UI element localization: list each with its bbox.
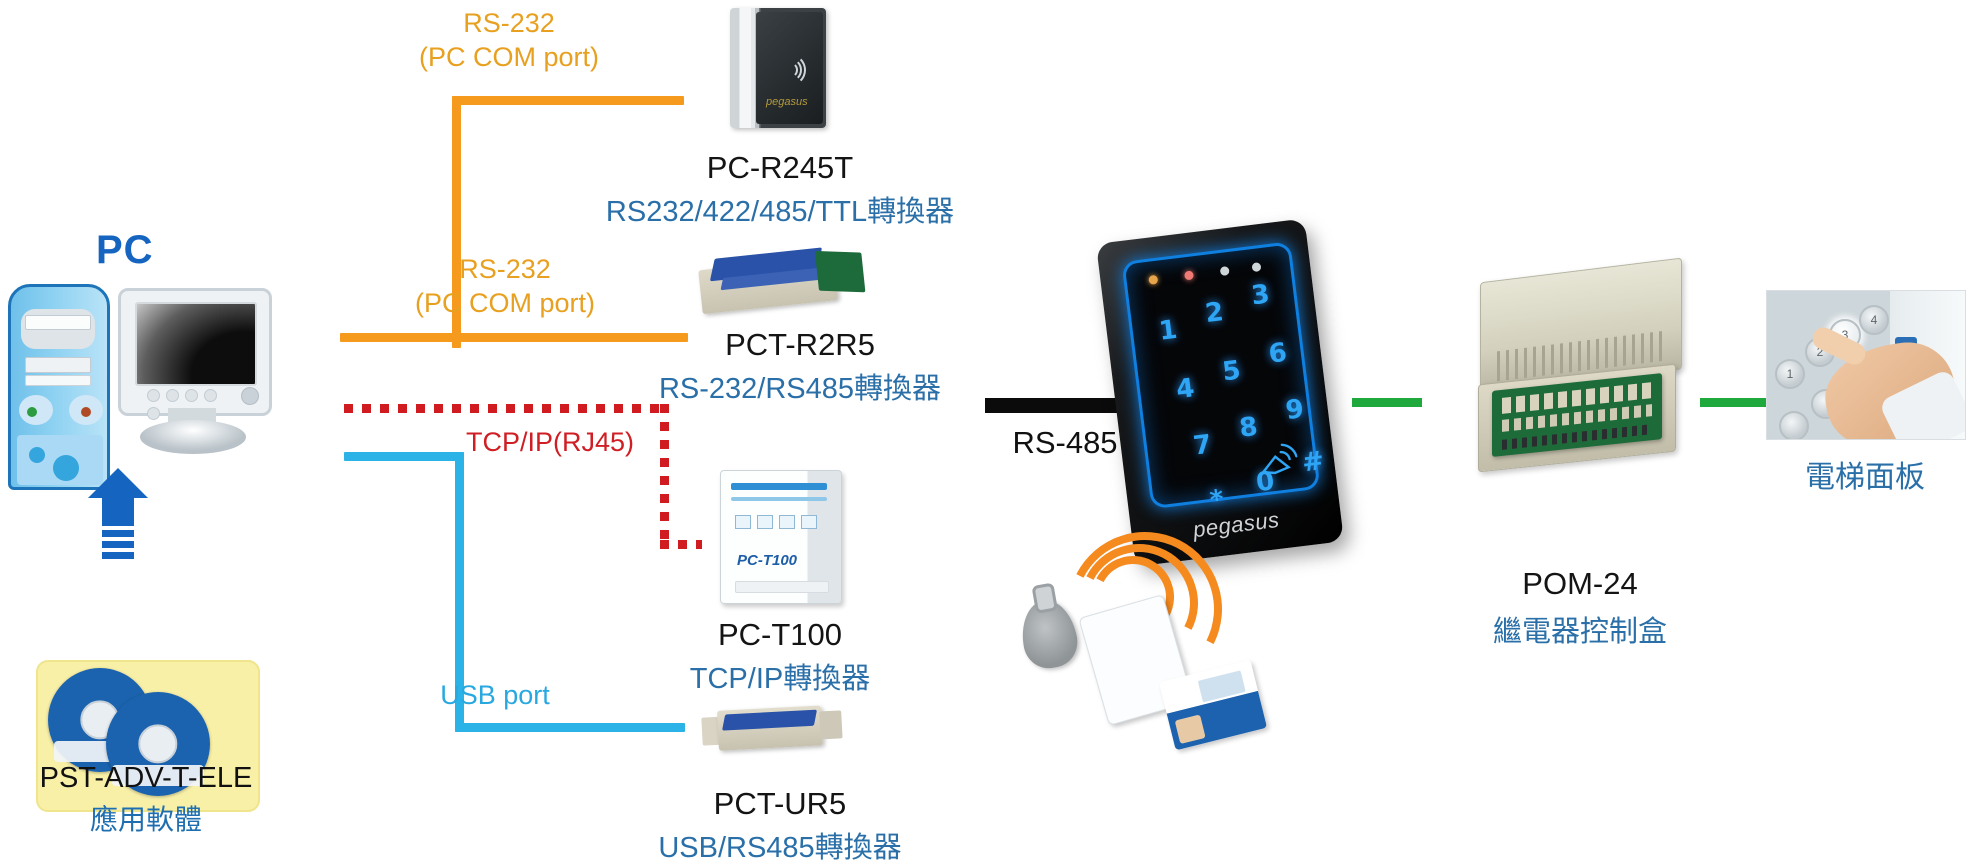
reader-key-9[interactable]: 9 <box>1283 394 1306 427</box>
pc-r245t-name: PC-R245T <box>706 150 854 185</box>
tower-logo-dot-large <box>53 455 79 481</box>
pct-ur5-name: PCT-UR5 <box>713 786 847 821</box>
tower-power-led <box>27 407 37 417</box>
reader-key-1[interactable]: 1 <box>1157 314 1179 347</box>
rs232-mid-line <box>340 333 688 342</box>
pom-24-name: POM-24 <box>1522 566 1638 601</box>
software-subtitle: 應用軟體 <box>89 804 202 835</box>
reader-key-6[interactable]: 6 <box>1266 337 1289 370</box>
pc-label: PC <box>96 228 154 272</box>
reader-key-8[interactable]: 8 <box>1237 411 1260 444</box>
pc-tower-icon <box>8 284 110 490</box>
monitor-screen <box>135 302 257 386</box>
tcpip-line-horizontal <box>344 404 666 413</box>
pc-r245t-device-image: pegasus <box>730 8 826 128</box>
elevator-button-1[interactable]: 1 <box>1775 359 1805 389</box>
pct-r2r5-subtitle: RS-232/RS485轉換器 <box>658 373 942 405</box>
reader-key-3[interactable]: 3 <box>1249 279 1272 312</box>
tcpip-label: TCP/IP(RJ45) <box>465 427 635 457</box>
software-name: PST-ADV-T-ELE <box>39 762 253 794</box>
reader-key-5[interactable]: 5 <box>1220 355 1243 388</box>
rs232-mid-label-line1: RS-232 <box>459 254 551 284</box>
pct-r2r5-name: PCT-R2R5 <box>725 327 875 362</box>
pom-24-subtitle: 繼電器控制盒 <box>1492 616 1667 648</box>
install-up-arrow-icon <box>88 468 148 560</box>
keypad-card-reader-device: 1 2 3 4 5 6 7 8 9 * 0 # pegasus <box>1095 218 1345 567</box>
elevator-panel-label: 電梯面板 <box>1805 461 1925 494</box>
rs232-top-label-line2: (PC COM port) <box>418 42 599 72</box>
elevator-door-close-button[interactable] <box>1779 411 1809 439</box>
pct-ur5-device-image <box>701 696 844 761</box>
monitor-buttons <box>147 389 239 420</box>
usb-line-vertical <box>455 452 464 732</box>
rs232-top-label-line1: RS-232 <box>463 8 555 38</box>
tower-hdd-led <box>81 407 91 417</box>
pom-24-device-image <box>1470 257 1700 473</box>
rs485-label: RS-485 <box>1012 425 1118 460</box>
rfid-wave-icon <box>778 54 814 86</box>
pc-monitor-icon <box>118 288 272 420</box>
tower-optical-drive <box>25 315 91 330</box>
rs485-line <box>985 398 1145 413</box>
tower-slot <box>25 375 91 386</box>
rs232-mid-label-line2: (PC COM port) <box>414 288 595 318</box>
pc-t100-subtitle: TCP/IP轉換器 <box>689 663 871 695</box>
reader-key-7[interactable]: 7 <box>1191 429 1214 462</box>
pc-t100-name: PC-T100 <box>717 617 843 652</box>
monitor-base <box>140 420 246 454</box>
tcpip-line-vertical <box>660 404 669 548</box>
pc-r245t-subtitle: RS232/422/485/TTL轉換器 <box>605 196 955 228</box>
software-cd-icon-2 <box>106 692 210 796</box>
reader-key-star[interactable]: * <box>1208 484 1226 516</box>
reader-key-4[interactable]: 4 <box>1174 373 1197 406</box>
rs232-top-line-horizontal <box>452 96 684 105</box>
pegasus-brand-mark: pegasus <box>766 96 808 108</box>
pct-ur5-subtitle: USB/RS485轉換器 <box>658 832 902 864</box>
pom-to-elevator-link <box>1700 398 1770 407</box>
elevator-button-4[interactable]: 4 <box>1859 305 1889 335</box>
tcpip-line-stub <box>660 540 702 549</box>
reader-to-pom-link <box>1352 398 1422 407</box>
tower-floppy-drive <box>25 357 91 373</box>
elevator-panel-photo: 1 2 3 4 <box>1766 290 1966 440</box>
reader-touch-panel: 1 2 3 4 5 6 7 8 9 * 0 # <box>1124 244 1326 516</box>
usb-label: USB port <box>440 680 550 710</box>
pc-t100-silkscreen: PC-T100 <box>737 552 798 569</box>
rfid-wave-icon <box>1260 443 1298 475</box>
pc-r245t-face: pegasus <box>756 12 823 124</box>
pc-t100-device-image: PC-T100 <box>720 470 842 604</box>
usb-line-top <box>344 452 464 461</box>
tower-logo-dot-small <box>29 447 45 463</box>
reader-key-hash[interactable]: # <box>1300 445 1326 479</box>
monitor-power-button <box>241 387 259 405</box>
reader-key-2[interactable]: 2 <box>1203 297 1226 330</box>
pct-r2r5-device-image <box>697 240 866 326</box>
usb-line-bottom <box>455 723 685 732</box>
rs232-top-line-vertical <box>452 96 461 348</box>
